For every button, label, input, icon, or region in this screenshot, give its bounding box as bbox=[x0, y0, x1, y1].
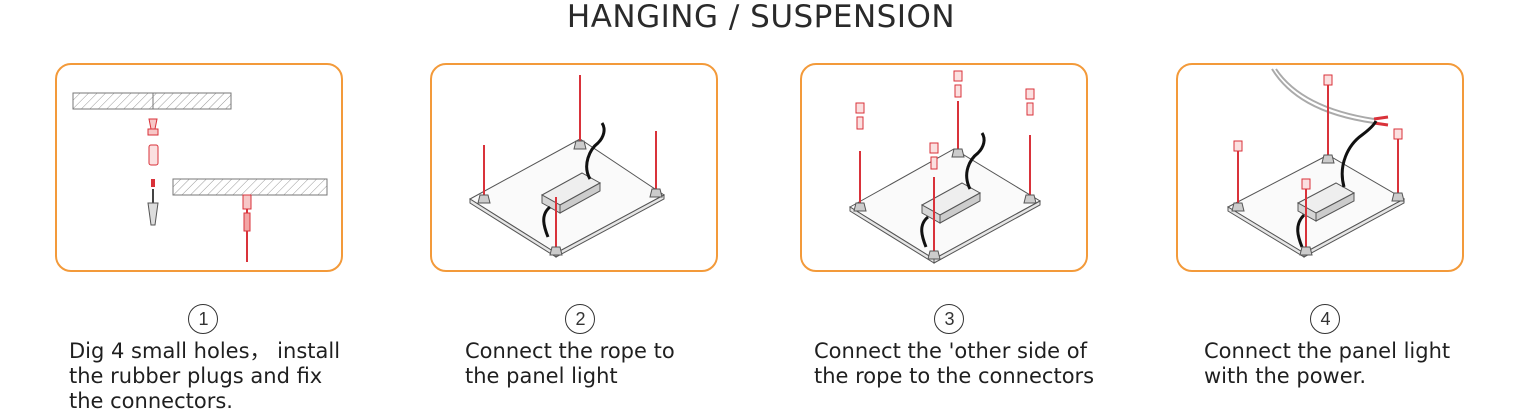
installed-connector-icon bbox=[242, 194, 252, 262]
corner-bracket bbox=[853, 148, 1037, 260]
step-4-description: Connect the panel light with the power. bbox=[1204, 339, 1451, 388]
rubber-plug-icon bbox=[147, 118, 159, 166]
rope-to-connector-illustration bbox=[849, 70, 1042, 264]
step-3-illustration-card bbox=[800, 63, 1088, 272]
ceiling-slab bbox=[72, 92, 232, 110]
step-4-number-badge: 4 bbox=[1310, 304, 1342, 336]
power-cable bbox=[542, 122, 606, 238]
suspension-rope bbox=[483, 75, 657, 249]
ceiling-slab bbox=[172, 178, 328, 196]
wire-terminal bbox=[1373, 115, 1389, 127]
suspension-rope bbox=[859, 101, 1031, 255]
page-title: HANGING / SUSPENSION bbox=[566, 0, 956, 35]
step-4-illustration-card bbox=[1176, 63, 1464, 272]
driver-box bbox=[920, 182, 982, 224]
step-2-description: Connect the rope to the panel light bbox=[465, 339, 675, 388]
step-1-number-badge: 1 bbox=[188, 304, 220, 336]
step-number: 3 bbox=[944, 309, 955, 329]
step-number: 1 bbox=[198, 309, 209, 329]
corner-bracket bbox=[477, 140, 663, 256]
step-3-number-badge: 3 bbox=[934, 304, 966, 336]
step-1-illustration-card bbox=[55, 63, 343, 272]
step-number: 4 bbox=[1320, 309, 1331, 329]
corner-bracket bbox=[1231, 154, 1405, 256]
mains-wire bbox=[1271, 68, 1375, 124]
ceiling-connector-icon bbox=[1233, 74, 1403, 190]
step-2-number-badge: 2 bbox=[565, 304, 597, 336]
suspension-rope bbox=[1237, 83, 1399, 251]
step-number: 2 bbox=[575, 309, 586, 329]
circle-outline bbox=[188, 304, 218, 334]
rope-to-panel-illustration bbox=[469, 75, 665, 258]
power-cable bbox=[1296, 120, 1378, 248]
power-cable bbox=[920, 132, 986, 248]
power-connection-illustration bbox=[1226, 68, 1406, 258]
step-2-illustration-card bbox=[430, 63, 718, 272]
ceiling-plug-illustration bbox=[72, 92, 328, 262]
ceiling-connector-icon bbox=[855, 70, 1035, 170]
step-3-description: Connect the 'other side of the rope to t… bbox=[814, 339, 1095, 388]
circle-outline bbox=[565, 304, 595, 334]
circle-outline bbox=[1310, 304, 1340, 334]
circle-outline bbox=[934, 304, 964, 334]
screw-connector-icon bbox=[147, 179, 159, 226]
step-1-description: Dig 4 small holes， install the rubber pl… bbox=[69, 339, 341, 413]
